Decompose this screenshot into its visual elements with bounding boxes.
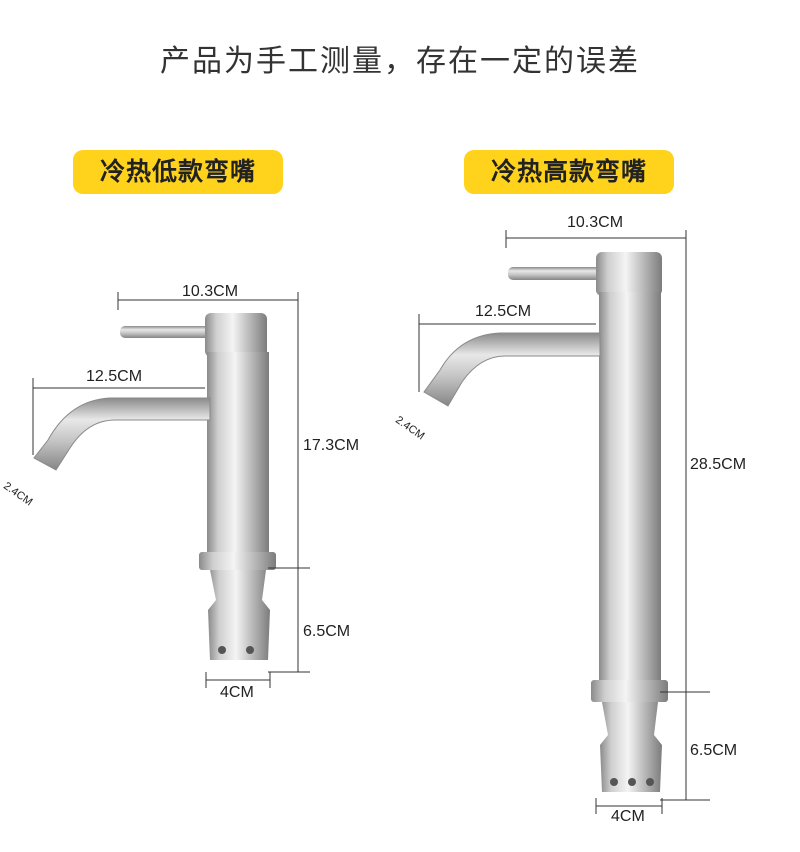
left-base-width-label: 4CM — [220, 684, 254, 701]
left-base-ring — [199, 552, 276, 570]
left-product-badge: 冷热低款弯嘴 — [73, 150, 283, 194]
left-faucet-body — [207, 352, 269, 552]
right-width-top-label: 10.3CM — [567, 214, 624, 231]
right-product-badge: 冷热高款弯嘴 — [464, 150, 674, 194]
left-base-height-label: 6.5CM — [303, 623, 351, 640]
right-body-height-label: 28.5CM — [690, 456, 747, 473]
left-spout-length-label: 12.5CM — [86, 368, 143, 385]
right-base-width-label: 4CM — [611, 808, 645, 825]
left-width-top-label: 10.3CM — [182, 283, 239, 300]
left-handle-cap — [205, 313, 267, 357]
right-spout — [423, 332, 601, 407]
right-handle-cap — [596, 252, 662, 296]
right-base-height-label: 6.5CM — [690, 742, 738, 759]
right-base-connector — [600, 702, 662, 792]
left-spout — [33, 397, 211, 471]
left-base-connector — [208, 570, 270, 660]
left-handle-lever — [120, 326, 210, 338]
left-dimension-lines — [32, 292, 310, 688]
right-faucet — [423, 252, 668, 792]
left-body-height-label: 17.3CM — [303, 437, 360, 454]
right-base-ring — [591, 680, 668, 702]
headline: 产品为手工测量，存在一定的误差 — [160, 44, 640, 79]
right-handle-lever — [508, 267, 602, 280]
right-faucet-body — [599, 292, 661, 680]
right-spout-length-label: 12.5CM — [475, 303, 532, 320]
left-faucet — [33, 313, 276, 660]
right-dimension-lines — [418, 230, 710, 814]
